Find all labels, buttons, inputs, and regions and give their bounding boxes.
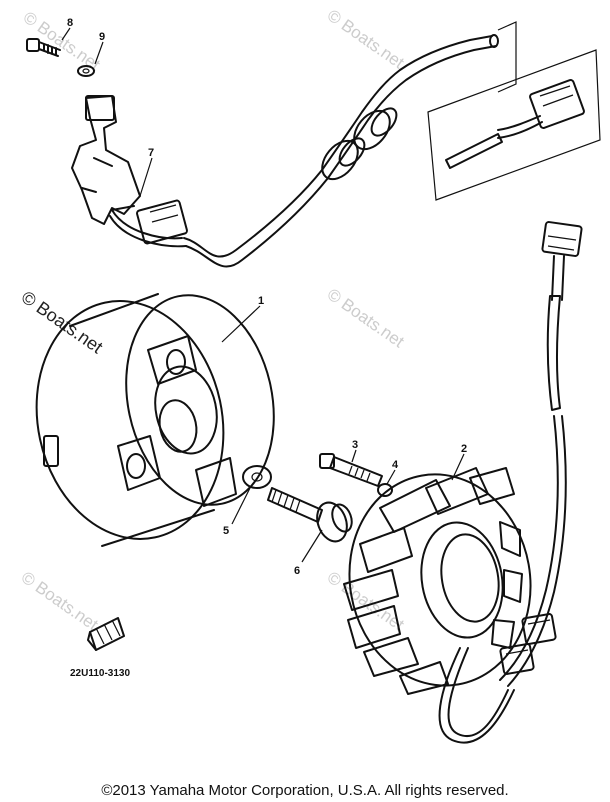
washer-part-5 xyxy=(242,465,272,489)
bolt-part-3 xyxy=(319,453,383,487)
watermark-bottom-left: © Boats.net xyxy=(18,568,102,635)
callout-2: 2 xyxy=(461,443,467,455)
part-code: 22U110-3130 xyxy=(70,668,130,679)
flywheel-rotor-part-1 xyxy=(35,293,275,547)
callout-8: 8 xyxy=(67,17,73,29)
connector-inset xyxy=(427,21,601,201)
pickup-harness xyxy=(183,34,499,268)
callout-7: 7 xyxy=(148,147,154,159)
callout-1: 1 xyxy=(258,295,264,307)
stator-harness xyxy=(499,221,583,687)
pickup-coil-assembly xyxy=(26,38,188,248)
watermark-top-left: © Boats.net xyxy=(20,8,104,75)
small-bracket-part xyxy=(87,617,125,651)
bolt-part-6 xyxy=(267,487,353,543)
callout-3: 3 xyxy=(352,439,358,451)
callout-4: 4 xyxy=(392,459,399,471)
watermark-top-right: © Boats.net xyxy=(324,6,408,73)
copyright-footer: ©2013 Yamaha Motor Corporation, U.S.A. A… xyxy=(101,782,509,799)
watermark-mid-left: © Boats.net xyxy=(18,287,107,357)
callout-6: 6 xyxy=(294,565,300,577)
bolt-part-8 xyxy=(26,38,61,57)
callout-labels: 8 9 7 1 2 3 4 5 6 xyxy=(67,17,467,577)
leader-lines xyxy=(61,27,465,563)
callout-9: 9 xyxy=(99,31,105,43)
washer-part-4 xyxy=(377,483,393,497)
washer-part-9 xyxy=(77,65,95,77)
callout-5: 5 xyxy=(223,525,229,537)
stator-part-2 xyxy=(343,467,532,744)
watermark-mid-right: © Boats.net xyxy=(324,285,408,352)
watermark-group: © Boats.net © Boats.net © Boats.net © Bo… xyxy=(18,6,408,635)
